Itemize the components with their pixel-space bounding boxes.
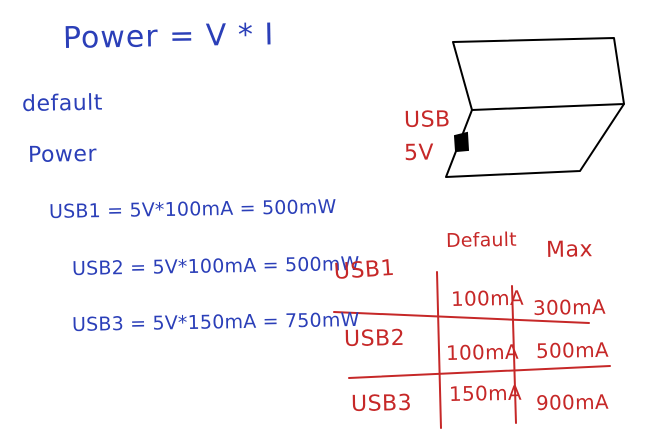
default-label: default <box>21 90 104 117</box>
table-row-label-usb3: USB3 <box>350 390 413 417</box>
table-cell-usb1-default: 100mA <box>450 285 525 311</box>
table-header-max: Max <box>545 237 594 263</box>
laptop-base-outline <box>445 103 625 178</box>
usb3-formula: USB3 = 5V*150mA = 750mW <box>71 308 360 336</box>
usb-port-icon <box>453 131 470 153</box>
table-cell-usb3-default: 150mA <box>448 380 523 406</box>
laptop-screen-outline <box>452 37 625 111</box>
usb-port-label: USB <box>403 107 451 133</box>
table-cell-usb1-max: 300mA <box>532 294 607 320</box>
power-formula: Power = V * I <box>62 17 275 56</box>
usb2-formula: USB2 = 5V*100mA = 500mW <box>71 252 360 280</box>
table-cell-usb3-max: 900mA <box>535 389 610 415</box>
usb-voltage-label: 5V <box>403 140 435 166</box>
table-vertical-line-left <box>436 271 442 429</box>
table-row-label-usb1: USB1 <box>333 255 396 285</box>
usb1-formula: USB1 = 5V*100mA = 500mW <box>48 195 337 223</box>
table-cell-usb2-max: 500mA <box>535 337 610 363</box>
laptop-sketch <box>445 37 625 178</box>
table-header-default: Default <box>445 228 518 252</box>
power-label: Power <box>27 141 98 168</box>
table-horizontal-line-2 <box>348 365 611 379</box>
table-row-label-usb2: USB2 <box>343 325 406 352</box>
table-cell-usb2-default: 100mA <box>445 339 520 365</box>
